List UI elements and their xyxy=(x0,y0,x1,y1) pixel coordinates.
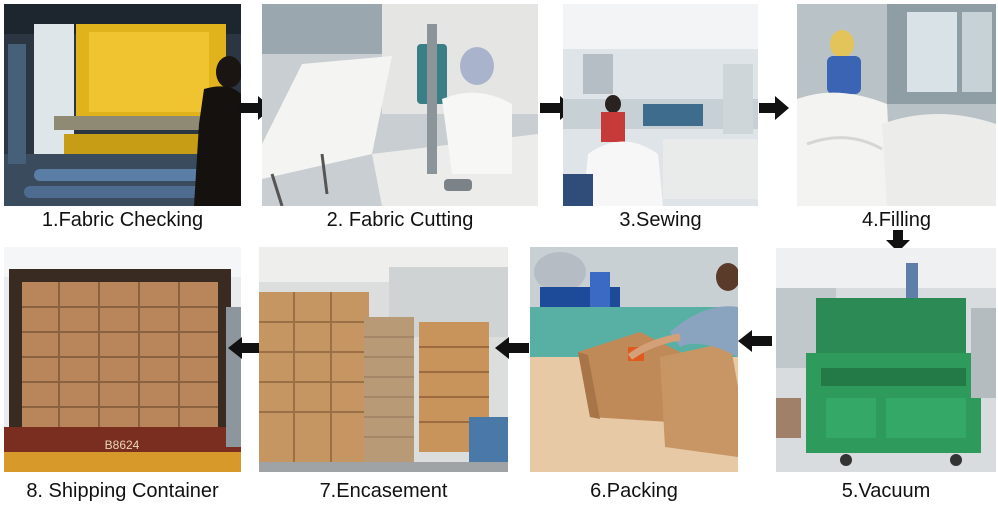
photo-filling xyxy=(797,4,996,206)
photo-packing xyxy=(530,247,738,472)
step-caption: 6.Packing xyxy=(590,480,678,502)
step-caption: 8. Shipping Container xyxy=(26,480,219,502)
arrow-left-icon xyxy=(495,337,529,359)
step-caption: 7.Encasement xyxy=(319,480,448,502)
photo-fabric-checking xyxy=(4,4,241,206)
photo-fabric-cutting xyxy=(262,4,538,206)
photo-shipping-container: B8624 xyxy=(4,247,241,472)
arrow-left-icon xyxy=(738,330,772,352)
photo-sewing xyxy=(563,4,758,206)
step-caption: 4.Filling xyxy=(862,209,931,231)
arrow-left-icon xyxy=(228,337,262,359)
arrow-right-icon xyxy=(759,96,789,120)
photo-encasement xyxy=(259,247,508,472)
step-caption: 3.Sewing xyxy=(619,209,702,231)
container-marking: B8624 xyxy=(105,438,140,452)
step-caption: 2. Fabric Cutting xyxy=(326,209,474,231)
arrow-down-icon xyxy=(886,230,910,252)
step-caption: 1.Fabric Checking xyxy=(41,209,204,231)
step-caption: 5.Vacuum xyxy=(841,480,931,502)
photo-vacuum xyxy=(776,248,996,472)
